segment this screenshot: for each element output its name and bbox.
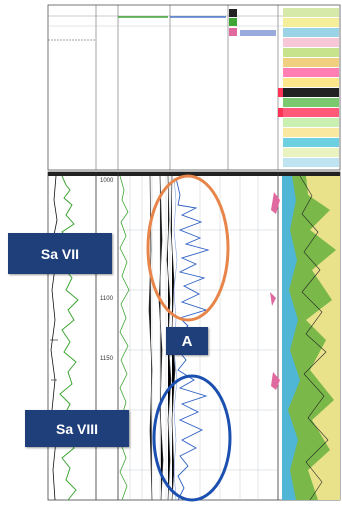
depth-tick-1150: 1150 [100,356,114,362]
upper-zone-ellipse [146,174,230,322]
depth-tick-1100: 1100 [100,296,114,302]
lithology-legend [278,8,339,167]
zone-label-sa-viii: Sa VIII [25,410,129,447]
lithology-column [270,175,340,501]
zone-label-sa-vii: Sa VII [8,233,112,274]
resistivity-curve [175,177,210,501]
lower-zone-ellipse [152,374,232,502]
marker-label-a: A [166,327,208,355]
depth-tick-1000: 1000 [100,178,114,184]
